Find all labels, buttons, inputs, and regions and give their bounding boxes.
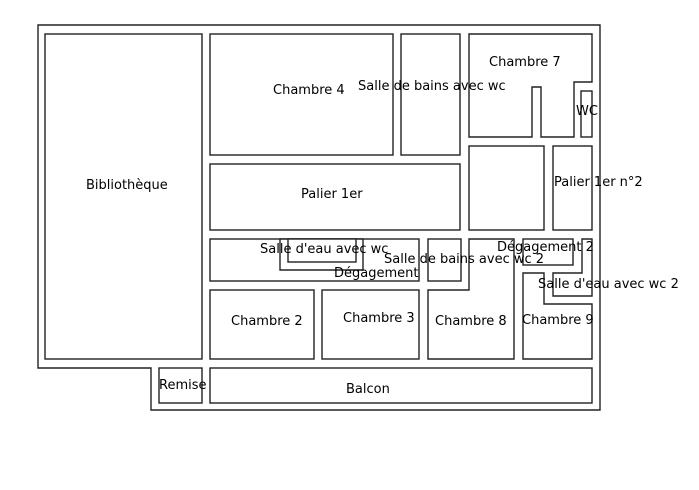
room-remise[interactable]: [158, 367, 203, 404]
room-chambre-3[interactable]: [321, 289, 420, 360]
label-palier-2: Palier 1er n°2: [554, 175, 643, 190]
label-salle-eau-2: Salle d'eau avec wc 2: [538, 277, 679, 292]
label-remise: Remise: [159, 378, 207, 393]
label-salle-de-bains-2: Salle de bains avec wc 2: [384, 252, 544, 267]
room-salle-de-bains-2[interactable]: [427, 238, 462, 282]
label-balcon: Balcon: [346, 382, 390, 397]
label-degagement-2: Dégagement 2: [497, 240, 594, 255]
room-degagement-2[interactable]: [522, 238, 574, 266]
label-salle-de-bains: Salle de bains avec wc: [358, 79, 506, 94]
label-chambre-4: Chambre 4: [273, 83, 345, 98]
room-unnamed[interactable]: [468, 145, 545, 231]
label-bibliotheque: Bibliothèque: [86, 178, 168, 193]
room-palier-1[interactable]: [209, 163, 461, 231]
label-chambre-7: Chambre 7: [489, 55, 561, 70]
label-chambre-9: Chambre 9: [522, 313, 594, 328]
room-bibliotheque[interactable]: [44, 33, 203, 360]
label-chambre-3: Chambre 3: [343, 311, 415, 326]
room-chambre-2[interactable]: [209, 289, 315, 360]
label-chambre-2: Chambre 2: [231, 314, 303, 329]
room-palier-2[interactable]: [552, 145, 593, 231]
label-palier-1: Palier 1er: [301, 187, 363, 202]
room-chambre-9[interactable]: [522, 272, 593, 360]
room-salle-eau-2[interactable]: [552, 238, 593, 297]
room-chambre-7[interactable]: [468, 33, 593, 138]
room-balcon[interactable]: [209, 367, 593, 404]
label-degagement: Dégagement: [334, 266, 418, 281]
label-salle-eau: Salle d'eau avec wc: [260, 242, 388, 257]
label-chambre-8: Chambre 8: [435, 314, 507, 329]
room-chambre-8[interactable]: [427, 238, 515, 360]
room-salle-de-bains[interactable]: [400, 33, 461, 156]
room-wc[interactable]: [580, 90, 593, 138]
room-salle-eau[interactable]: [287, 238, 357, 263]
label-wc: WC: [576, 104, 598, 119]
room-chambre-4[interactable]: [209, 33, 394, 156]
